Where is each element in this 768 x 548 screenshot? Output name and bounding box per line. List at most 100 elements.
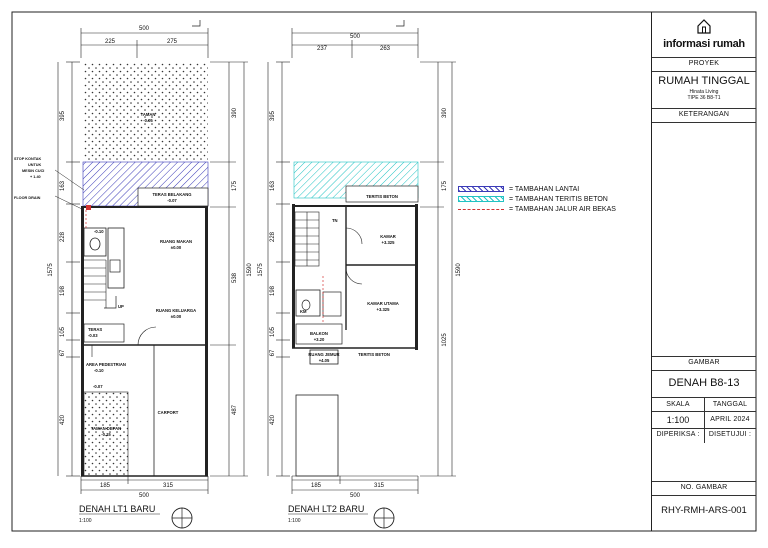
proyek-label: PROYEK: [688, 60, 720, 67]
plan-lt1-scale: 1:100: [79, 518, 92, 524]
room-kamar: KAMAR: [380, 234, 396, 239]
lt1-dim-total-top: 500: [139, 26, 150, 32]
note-stop-kontak-4: + 1.40: [30, 175, 41, 179]
room-teras: TERAS: [88, 327, 102, 332]
sheet-border: [11, 11, 757, 532]
legend-item-teritis: = TAMBAHAN TERITIS BETON: [458, 194, 616, 204]
stair-up-label: UP: [118, 304, 124, 309]
skala-value: 1:100: [666, 415, 690, 425]
lt1-dim-left-7: 420: [60, 414, 66, 425]
room-taman: TAMAN: [141, 112, 156, 117]
lt2-dim-bottom-total: 500: [350, 493, 361, 499]
plan-lt2: [267, 20, 456, 529]
lt2-dim-left-6: 67: [270, 349, 276, 356]
level-marker-a: -0.10: [94, 229, 104, 234]
taman-hatch: [83, 62, 208, 162]
lt1-dim-right-3: 538: [232, 272, 238, 283]
level-marker-b: -0.07: [93, 384, 103, 389]
gambar-label: GAMBAR: [688, 359, 720, 366]
room-carport: CARPORT: [158, 410, 179, 415]
skala-label: SKALA: [666, 401, 690, 408]
lt2-dim-right-total: 1590: [456, 263, 462, 277]
lt2-dim-total-top: 500: [350, 34, 361, 40]
tanggal-value: APRIL 2024: [710, 416, 750, 423]
room-teras-belakang: TERAS BELAKANG: [152, 192, 191, 197]
lt1-dim-left-1: 395: [60, 110, 66, 121]
lt2-dim-right-2: 175: [442, 180, 448, 191]
legend-swatch-teritis: [458, 196, 504, 202]
legend: = TAMBAHAN LANTAI = TAMBAHAN TERITIS BET…: [458, 184, 616, 214]
lt1-dim-right-total: 1590: [247, 263, 253, 277]
plan-lt2-scale: 1:100: [288, 518, 301, 524]
lt1-dim-left-6: 67: [60, 349, 66, 356]
lt1-dim-top-b: 275: [167, 39, 178, 45]
lt1-dim-bottom-a: 185: [100, 483, 111, 489]
room-area-pedestrian-level: -0.10: [94, 368, 104, 373]
room-ruang-keluarga: RUANG KELUARGA: [156, 308, 196, 313]
lt2-dim-top-a: 237: [317, 46, 328, 52]
legend-item-lantai: = TAMBAHAN LANTAI: [458, 184, 616, 194]
lt2-dim-left-total: 1575: [258, 263, 264, 277]
lt2-dim-top-b: 263: [380, 46, 391, 52]
lt2-dim-left-5: 105: [270, 326, 276, 337]
lt1-dim-right-2: 175: [232, 180, 238, 191]
disetujui-label: DISETUJUI :: [708, 431, 752, 438]
legend-label-lantai: = TAMBAHAN LANTAI: [509, 185, 580, 193]
lt1-dim-right-4: 487: [232, 404, 238, 415]
note-stop-kontak-3: MESIN CUCI: [22, 169, 44, 173]
room-ruang-makan: RUANG MAKAN: [160, 239, 192, 244]
room-ruang-jemur-level: +4.05: [319, 358, 330, 363]
plan-lt1: [54, 20, 248, 529]
room-teras-level: -0.03: [88, 333, 98, 338]
room-ruang-jemur: RUANG JEMUR: [308, 352, 339, 357]
lt1-dim-left-5: 105: [60, 326, 66, 337]
legend-swatch-lantai: [458, 186, 504, 192]
gambar-value: DENAH B8-13: [668, 377, 740, 389]
lt2-dim-left-2: 163: [270, 180, 276, 191]
title-block: informasi rumah PROYEK RUMAH TINGGAL Hin…: [651, 12, 756, 531]
lt2-dim-bottom-b: 315: [374, 483, 385, 489]
legend-label-teritis: = TAMBAHAN TERITIS BETON: [509, 195, 608, 203]
room-kamar-utama: KAMAR UTAMA: [367, 301, 399, 306]
project-sub-1: Hinata Living: [689, 89, 719, 95]
room-kamar-utama-level: +3.325: [377, 307, 391, 312]
legend-label-air-bekas: = TAMBAHAN JALUR AIR BEKAS: [509, 205, 616, 213]
lt1-dim-bottom-b: 315: [163, 483, 174, 489]
room-taman-level: -0.05: [143, 118, 153, 123]
legend-item-air-bekas: = TAMBAHAN JALUR AIR BEKAS: [458, 204, 616, 214]
room-teras-belakang-level: -0.07: [167, 198, 177, 203]
note-stop-kontak-2: UNTUK: [28, 163, 42, 167]
room-tn: TN: [332, 218, 338, 223]
no-gambar-value: RHY-RMH-ARS-001: [661, 505, 747, 516]
room-ruang-makan-level: ±0.00: [171, 245, 182, 250]
no-gambar-label: NO. GAMBAR: [680, 484, 728, 491]
project-name: RUMAH TINGGAL: [658, 75, 750, 87]
plan-lt1-labels: 500 225 275 395 163 228 198 105 67 420 1…: [14, 26, 253, 524]
room-teritis-beton-2: TERITIS BETON: [358, 352, 390, 357]
lt1-dim-top-a: 225: [105, 39, 116, 45]
legend-swatch-air-bekas: [458, 208, 504, 210]
project-sub-2: TIPE 36 B8-T1: [687, 95, 721, 101]
room-area-pedestrian: AREA PEDESTRIAN: [86, 362, 126, 367]
house-logo-icon: [652, 18, 756, 34]
plan-lt2-title: DENAH LT2 BARU: [288, 504, 364, 514]
note-stop-kontak-1: STOP KONTAK: [14, 157, 41, 161]
room-balkon-level: +3.20: [314, 337, 325, 342]
lt2-dim-right-3: 1025: [442, 333, 448, 347]
room-kamar-level: +3.325: [382, 240, 396, 245]
diperiksa-label: DIPERIKSA :: [656, 431, 700, 438]
taman-depan-hatch: [83, 391, 129, 477]
tanggal-label: TANGGAL: [712, 401, 748, 408]
room-km: KM: [300, 309, 307, 314]
brand-logo-text: informasi rumah: [663, 38, 745, 50]
room-balkon: BALKON: [310, 331, 328, 336]
plan-lt1-title: DENAH LT1 BARU: [79, 504, 155, 514]
lt1-dim-left-3: 228: [60, 231, 66, 242]
lt2-dim-left-7: 420: [270, 414, 276, 425]
lt2-dim-left-3: 228: [270, 231, 276, 242]
lt2-dim-right-1: 390: [442, 107, 448, 118]
room-taman-depan-level: -0.15: [101, 432, 111, 437]
lt1-dim-left-total: 1575: [48, 263, 54, 277]
lt2-dim-left-1: 395: [270, 110, 276, 121]
